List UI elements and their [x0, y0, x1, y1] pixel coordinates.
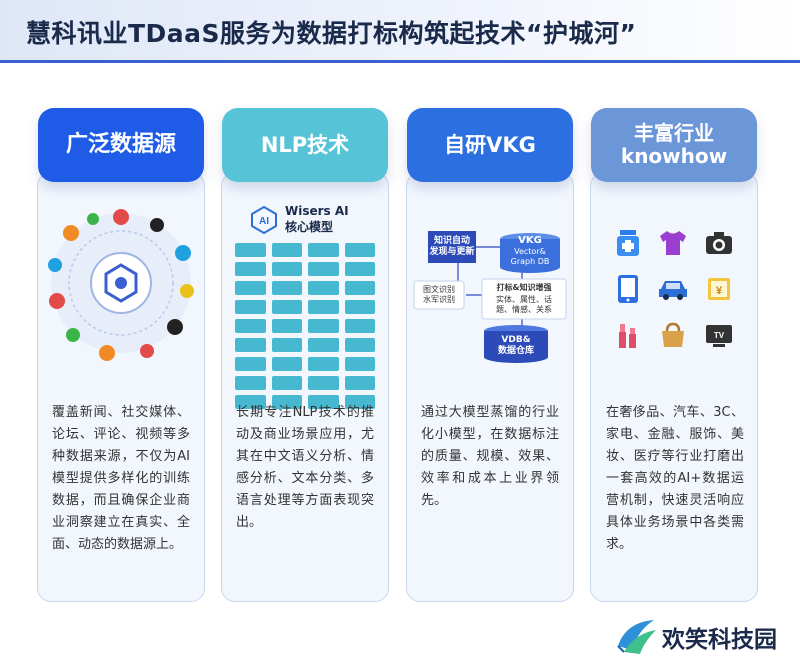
heading-label: NLP技术: [260, 132, 350, 157]
recognition-label: 图文识别 水军识别: [423, 285, 455, 304]
vkg-sublabel: Vector& Graph DB: [510, 247, 550, 266]
enhance-label: 打标&知识增强: [496, 283, 552, 292]
grid-cell: [271, 281, 302, 295]
brand-name: 欢笑科技园: [662, 627, 777, 653]
grid-cell: [235, 300, 266, 314]
grid-cell: [235, 262, 266, 276]
grid-cell: [308, 319, 339, 333]
grid-cell: [271, 338, 302, 352]
industry-icons: ¥ TV: [590, 195, 758, 375]
vkg-label: VKG: [518, 235, 542, 246]
grid-cell: [271, 395, 302, 409]
grid-cell: [271, 357, 302, 371]
grid-cell: [344, 262, 375, 276]
card-description-data-sources: 覆盖新闻、社交媒体、论坛、评论、视频等多种数据来源，不仅为AI模型提供多样化的训…: [52, 405, 190, 552]
heading-label: 自研VKG: [444, 132, 536, 157]
knowledge-discovery-box: 知识自动 发现与更新: [428, 231, 476, 263]
grid-cell: [308, 281, 339, 295]
card-description-industry: 在奢侈品、汽车、3C、家电、金融、服饰、美妆、医疗等行业打磨出一套高效的AI+数…: [606, 405, 744, 552]
grid-cell: [235, 376, 266, 390]
grid-cell: [344, 243, 375, 257]
card-heading-industry: 丰富行业 knowhow: [591, 108, 757, 182]
grid-cell: [344, 319, 375, 333]
header-divider: [0, 60, 800, 63]
grid-cell: [308, 243, 339, 257]
card-heading-nlp: NLP技术: [222, 108, 388, 182]
enhance-sublabel: 实体、属性、话 题、情感、关系: [496, 295, 552, 314]
grid-cell: [235, 281, 266, 295]
grid-cell: [235, 395, 266, 409]
svg-text:¥: ¥: [716, 285, 723, 297]
camera-icon: [703, 227, 735, 259]
nlp-model-grid: [235, 243, 375, 409]
page-title: 慧科讯业TDaaS服务为数据打标构筑起技术“护城河”: [26, 19, 637, 48]
shirt-icon: [657, 227, 689, 259]
grid-cell: [271, 376, 302, 390]
card-description-vkg: 通过大模型蒸馏的行业化小模型，在数据标注的质量、规模、效果、效率和成本上业界领先…: [421, 405, 559, 508]
finance-icon: ¥: [703, 273, 735, 305]
brand-logo: [614, 616, 658, 656]
nlp-illustration: AI Wisers AI 核心模型: [221, 195, 389, 409]
grid-cell: [308, 300, 339, 314]
svg-text:AI: AI: [259, 216, 269, 227]
heading-label-line2: knowhow: [620, 144, 728, 168]
svg-text:TV: TV: [714, 331, 725, 340]
header-banner: 慧科讯业TDaaS服务为数据打标构筑起技术“护城河”: [0, 0, 800, 62]
card-heading-data-sources: 广泛数据源: [38, 108, 204, 182]
grid-cell: [235, 243, 266, 257]
db-label: VDB& 数据仓库: [497, 335, 534, 357]
grid-cell: [308, 357, 339, 371]
car-icon: [657, 273, 689, 305]
grid-cell: [344, 357, 375, 371]
grid-cell: [308, 262, 339, 276]
card-heading-vkg: 自研VKG: [407, 108, 573, 182]
grid-cell: [344, 300, 375, 314]
grid-cell: [271, 319, 302, 333]
grid-cell: [235, 338, 266, 352]
grid-cell: [308, 338, 339, 352]
cosmetics-icon: [612, 319, 644, 351]
medicine-icon: [612, 227, 644, 259]
grid-cell: [344, 395, 375, 409]
grid-cell: [344, 281, 375, 295]
tablet-icon: [612, 273, 644, 305]
grid-cell: [308, 376, 339, 390]
model-name: Wisers AI: [285, 204, 349, 218]
grid-cell: [235, 357, 266, 371]
grid-cell: [344, 376, 375, 390]
grid-cell: [308, 395, 339, 409]
model-subtitle: 核心模型: [285, 220, 334, 234]
heading-label-line1: 丰富行业: [634, 121, 714, 145]
vkg-diagram: 知识自动 发现与更新 VKG Vector& Graph DB 图文识别 水军识…: [406, 195, 574, 375]
tv-icon: TV: [703, 319, 735, 351]
grid-cell: [271, 243, 302, 257]
grid-cell: [344, 338, 375, 352]
grid-cell: [271, 262, 302, 276]
ai-icon: AI: [251, 205, 277, 235]
card-description-nlp: 长期专注NLP技术的推动及商业场景应用，尤其在中文语义分析、情感分析、文本分类、…: [236, 405, 374, 530]
heading-label: 广泛数据源: [65, 132, 176, 158]
data-sources-illustration: [37, 195, 205, 375]
grid-cell: [235, 319, 266, 333]
grid-cell: [271, 300, 302, 314]
handbag-icon: [657, 319, 689, 351]
